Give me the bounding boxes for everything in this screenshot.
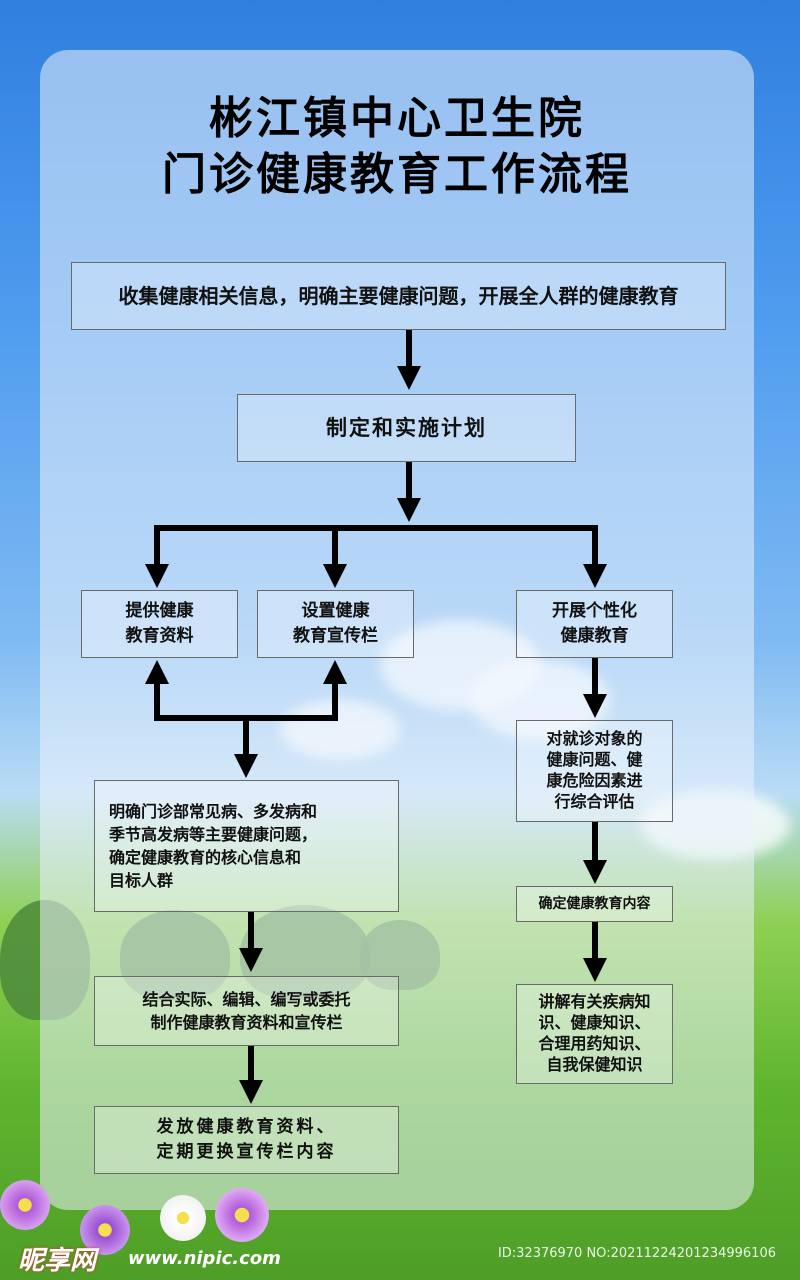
step-identify-problems: 明确门诊部常见病、多发病和 季节高发病等主要健康问题， 确定健康教育的核心信息和…: [94, 780, 399, 912]
step-education-content: 确定健康教育内容: [516, 886, 673, 922]
step-individual-education: 开展个性化 健康教育: [516, 590, 673, 658]
step-provide-materials: 提供健康 教育资料: [81, 590, 238, 658]
step-assess: 对就诊对象的 健康问题、健 康危险因素进 行综合评估: [516, 720, 673, 822]
step-plan: 制定和实施计划: [237, 394, 576, 462]
flower: [0, 1180, 50, 1230]
step-explain-knowledge: 讲解有关疾病知 识、健康知识、 合理用药知识、 自我保健知识: [516, 984, 673, 1084]
flower: [80, 1205, 130, 1255]
step-compile-materials: 结合实际、编辑、编写或委托 制作健康教育资料和宣传栏: [94, 976, 399, 1046]
step-distribute: 发放健康教育资料、 定期更换宣传栏内容: [94, 1106, 399, 1174]
step-collect-info: 收集健康相关信息，明确主要健康问题，开展全人群的健康教育: [71, 262, 726, 330]
split-bar: [154, 525, 598, 575]
flower: [160, 1195, 206, 1241]
flower: [215, 1188, 269, 1242]
step-setup-board: 设置健康 教育宣传栏: [257, 590, 414, 658]
title-line-2: 门诊健康教育工作流程: [162, 149, 632, 200]
watermark-url: www.nipic.com: [128, 1248, 281, 1269]
watermark-id: ID:32376970 NO:20211224201234996106: [497, 1246, 776, 1261]
title-line-1: 彬江镇中心卫生院: [209, 93, 585, 144]
content-panel: [40, 50, 754, 1210]
watermark-logo: 昵享网: [18, 1246, 97, 1276]
merge-bar: [154, 672, 338, 721]
